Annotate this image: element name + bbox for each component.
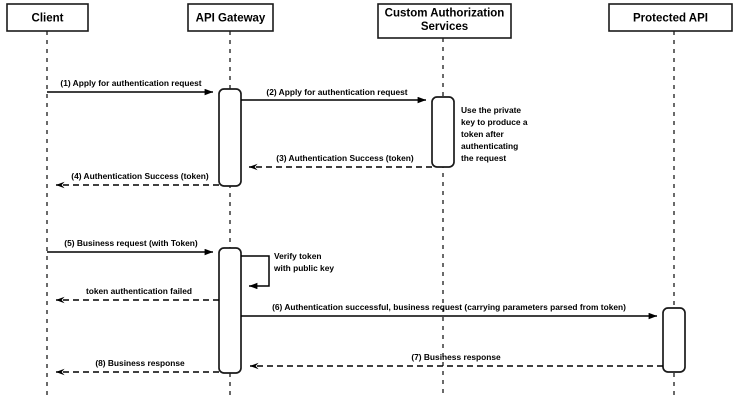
self-call-verify-token-arrow (241, 255, 270, 290)
message-1-label: (1) Apply for authentication request (60, 78, 201, 88)
message-6[interactable]: (6) Authentication successful, business … (241, 302, 658, 320)
activation-custom-authorization-services[interactable] (431, 96, 455, 168)
note-private-key-line-5: the request (461, 153, 506, 163)
message-4[interactable]: (4) Authentication Success (token) (55, 171, 219, 189)
activation-api-gateway-auth[interactable] (218, 88, 242, 187)
note-verify-token-line-2: with public key (273, 263, 334, 273)
participant-label-client: Client (32, 13, 64, 25)
activation-bars (218, 88, 686, 374)
message-2-label: (2) Apply for authentication request (266, 87, 407, 97)
message-8[interactable]: (8) Business response (55, 358, 219, 376)
participant-box-client[interactable] (6, 3, 89, 32)
message-8-label: (8) Business response (95, 358, 185, 368)
participant-box-protected-api[interactable] (608, 3, 733, 32)
note-private-key-line-1: Use the private (461, 105, 521, 115)
message-4-label: (4) Authentication Success (token) (71, 171, 209, 181)
activation-api-gateway-business[interactable] (218, 247, 242, 374)
note-verify-token-line-1: Verify token (274, 251, 321, 261)
note-private-key-line-4: authenticating (461, 141, 518, 151)
self-call-verify-token[interactable]: Verify token with public key (241, 251, 334, 290)
note-private-key: Use the private key to produce a token a… (461, 105, 528, 163)
message-7[interactable]: (7) Business response (249, 352, 663, 370)
participant-label-api-gateway: API Gateway (196, 13, 266, 25)
participant-label-custom-authorization-services: Custom Authorization (385, 8, 505, 20)
message-5-label: (5) Business request (with Token) (64, 238, 198, 248)
participant-api-gateway[interactable]: API Gateway (187, 3, 274, 32)
participant-label-protected-api: Protected API (633, 13, 708, 25)
participant-client[interactable]: Client (6, 3, 89, 32)
note-private-key-line-2: key to produce a (461, 117, 528, 127)
participant-protected-api[interactable]: Protected API (608, 3, 733, 32)
message-5[interactable]: (5) Business request (with Token) (47, 238, 214, 256)
message-6-label: (6) Authentication successful, business … (272, 302, 626, 312)
message-3[interactable]: (3) Authentication Success (token) (248, 153, 432, 171)
note-private-key-line-3: token after (461, 129, 505, 139)
message-3-label: (3) Authentication Success (token) (276, 153, 414, 163)
message-7-label: (7) Business response (411, 352, 501, 362)
message-token-authentication-failed-label: token authentication failed (86, 286, 192, 296)
message-1[interactable]: (1) Apply for authentication request (47, 78, 214, 96)
activation-protected-api[interactable] (662, 307, 686, 373)
participant-box-api-gateway[interactable] (187, 3, 274, 32)
participant-custom-authorization-services[interactable]: Custom Authorization Services (377, 3, 512, 39)
participant-box-custom-authorization-services[interactable] (377, 3, 512, 39)
message-token-authentication-failed[interactable]: token authentication failed (55, 286, 219, 304)
message-2[interactable]: (2) Apply for authentication request (241, 87, 427, 104)
lifelines (46, 31, 675, 397)
participant-label-custom-authorization-services-line2: Services (421, 21, 468, 33)
